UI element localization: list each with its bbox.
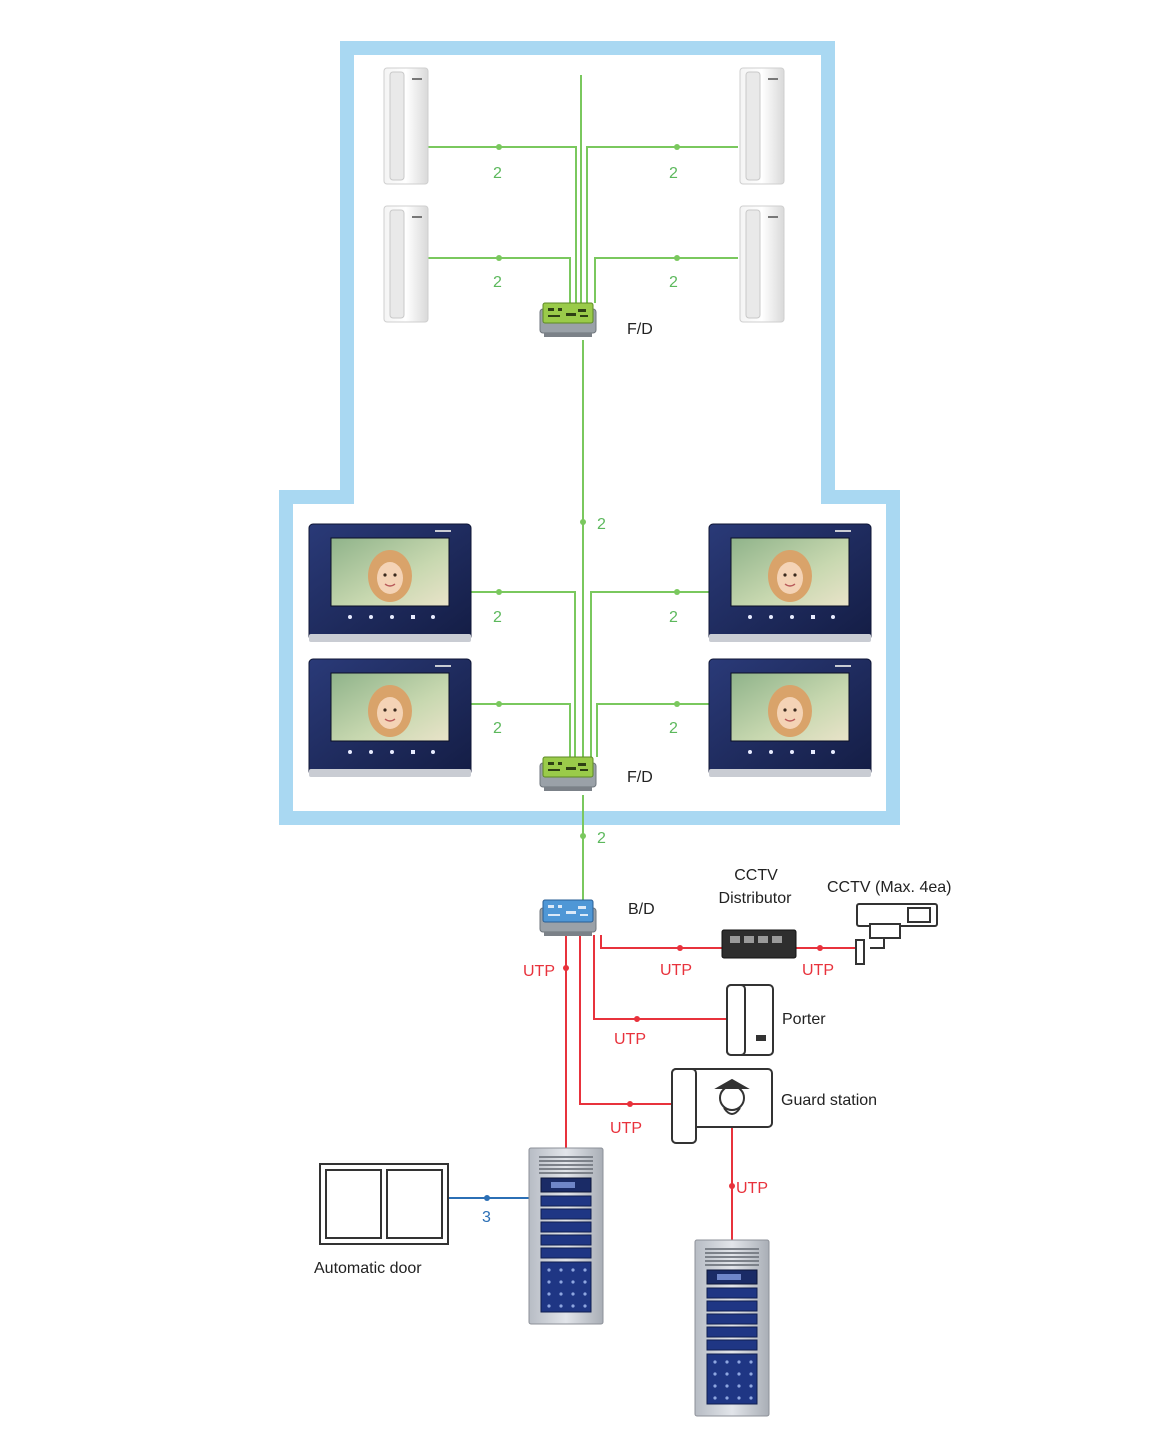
interphone-top-left bbox=[383, 67, 429, 185]
utp-cctv-dist-to-camera: UTP bbox=[802, 962, 834, 979]
utp-guard-to-lobby: UTP bbox=[736, 1180, 768, 1197]
count-automatic-door: 3 bbox=[482, 1209, 491, 1226]
green-wire-dots bbox=[496, 144, 680, 839]
utp-porter: UTP bbox=[614, 1031, 646, 1048]
label-fd-upper: F/D bbox=[627, 321, 653, 338]
automatic-door-wire-dot bbox=[484, 1195, 490, 1201]
red-wire-dots bbox=[563, 945, 823, 1189]
utp-lobby-riser: UTP bbox=[523, 963, 555, 980]
automatic-door-icon bbox=[319, 1163, 449, 1245]
green-wiring bbox=[428, 75, 738, 903]
count-monitor-top-right: 2 bbox=[669, 609, 678, 626]
count-interphone-mid-left: 2 bbox=[493, 274, 502, 291]
label-automatic-door: Automatic door bbox=[314, 1260, 422, 1277]
count-monitor-bottom-right: 2 bbox=[669, 720, 678, 737]
label-guard-station: Guard station bbox=[781, 1092, 877, 1109]
count-interphone-top-left: 2 bbox=[493, 165, 502, 182]
count-interphone-mid-right: 2 bbox=[669, 274, 678, 291]
interphone-mid-left bbox=[383, 205, 429, 323]
monitor-top-right bbox=[708, 523, 872, 643]
label-cctv-camera: CCTV (Max. 4ea) bbox=[827, 879, 951, 896]
utp-bd-to-cctv-dist: UTP bbox=[660, 962, 692, 979]
lobby-panel-guard bbox=[694, 1239, 770, 1417]
monitor-top-left bbox=[308, 523, 472, 643]
label-bd: B/D bbox=[628, 901, 655, 918]
floor-distributor-upper bbox=[539, 302, 597, 338]
label-porter: Porter bbox=[782, 1011, 826, 1028]
interphone-top-right bbox=[739, 67, 785, 185]
utp-guard: UTP bbox=[610, 1120, 642, 1137]
count-monitor-bottom-left: 2 bbox=[493, 720, 502, 737]
cctv-distributor-device bbox=[721, 929, 797, 959]
cctv-camera-icon bbox=[855, 903, 938, 965]
building-outline bbox=[279, 41, 900, 825]
floor-distributor-lower bbox=[539, 756, 597, 792]
monitor-bottom-right bbox=[708, 658, 872, 778]
label-fd-lower: F/D bbox=[627, 769, 653, 786]
label-cctv-distributor-line2: Distributor bbox=[719, 890, 793, 907]
monitor-bottom-left bbox=[308, 658, 472, 778]
count-monitor-top-left: 2 bbox=[493, 609, 502, 626]
interphone-mid-right bbox=[739, 205, 785, 323]
lobby-panel-main bbox=[528, 1147, 604, 1325]
guard-station-icon bbox=[671, 1068, 773, 1144]
label-cctv-distributor-line1: CCTV bbox=[734, 867, 778, 884]
building-distributor bbox=[539, 899, 597, 937]
count-interphone-top-right: 2 bbox=[669, 165, 678, 182]
porter-icon bbox=[726, 984, 774, 1056]
count-riser-lower: 2 bbox=[597, 830, 606, 847]
count-riser-upper: 2 bbox=[597, 516, 606, 533]
